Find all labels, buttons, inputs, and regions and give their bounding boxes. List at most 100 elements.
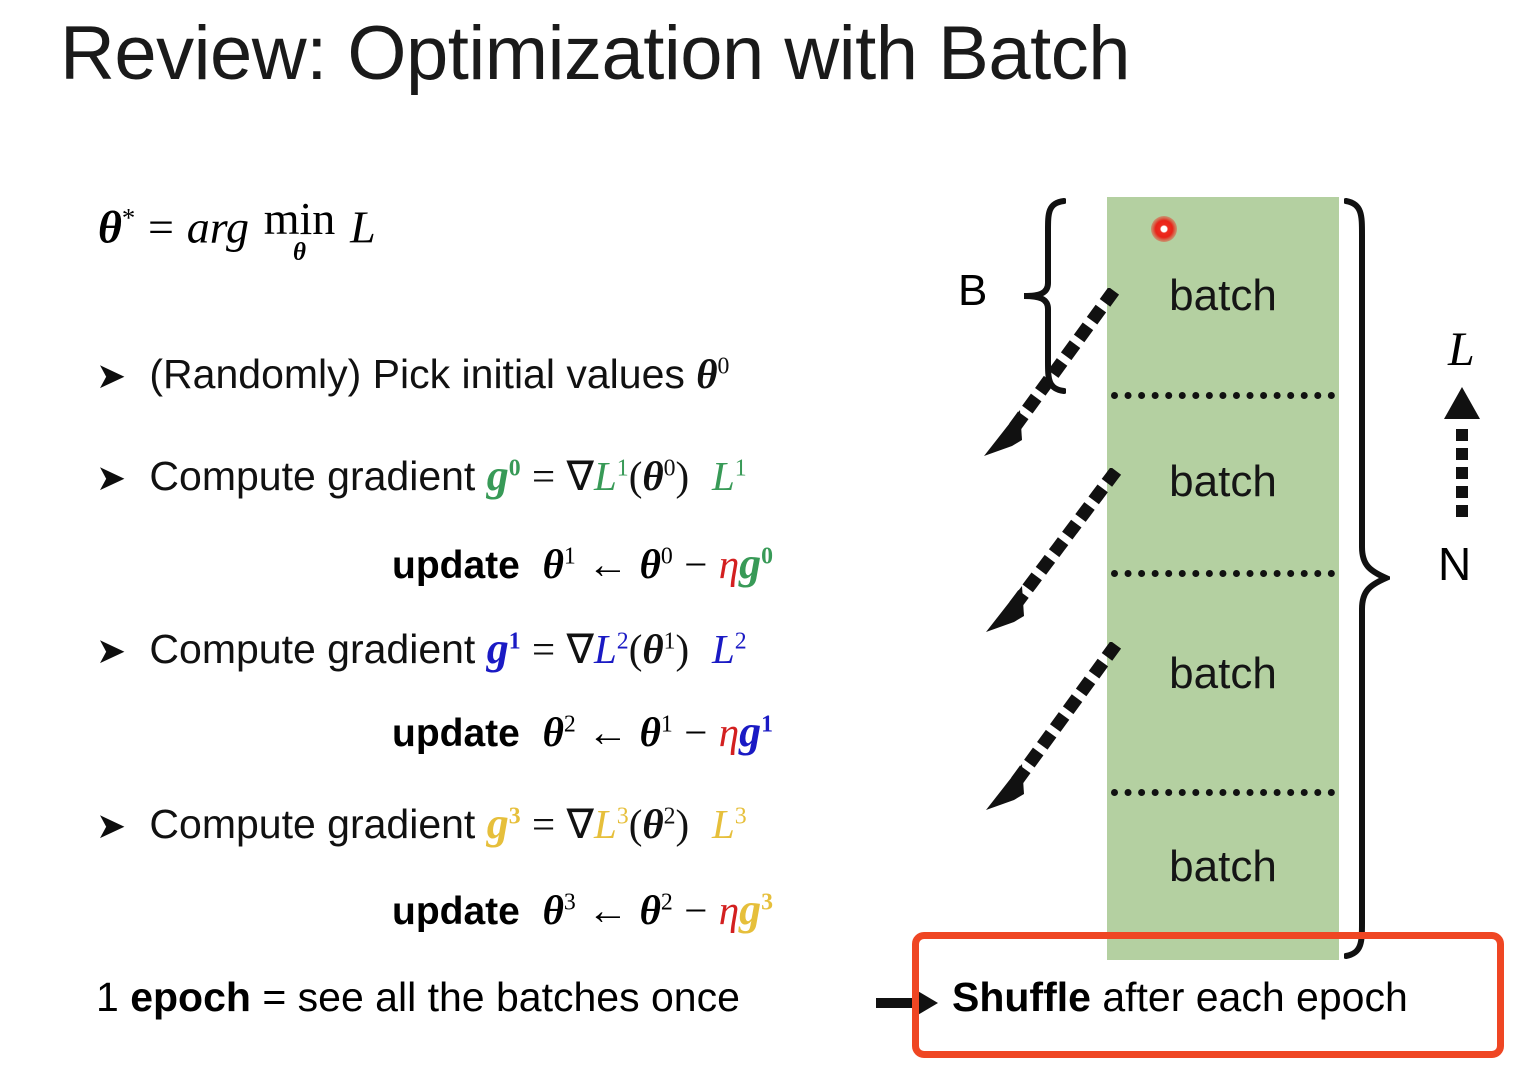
step-compute-gradient-0: ➤ Compute gradient g0 = ∇L1(θ0) L1 <box>96 450 747 501</box>
theta-new-superscript: 2 <box>563 711 576 738</box>
theta-old-superscript: 0 <box>660 543 673 570</box>
paren-open: ( <box>628 801 643 847</box>
nabla-icon: ∇ <box>566 626 594 672</box>
shuffle-rest: after each epoch <box>1090 974 1408 1020</box>
batch-loss-tag-superscript: 1 <box>734 455 747 482</box>
shuffle-note: Shuffle after each epoch <box>952 974 1408 1021</box>
step-pick-initial-values: ➤ (Randomly) Pick initial values θ0 <box>96 350 729 398</box>
theta-new: θ <box>542 709 564 755</box>
theta-symbol: θ <box>642 453 664 499</box>
page-title: Review: Optimization with Batch <box>60 11 1131 96</box>
theta-symbol: θ <box>696 351 718 397</box>
batch-divider-2 <box>1111 570 1335 577</box>
batch-to-loss-arrow-2-icon <box>986 468 1122 632</box>
bullet-arrow-icon: ➤ <box>96 631 127 672</box>
min-operator-label: min <box>263 193 336 244</box>
loss-L-symbol: L <box>593 801 617 847</box>
paren-open: ( <box>628 626 643 672</box>
epoch-prefix: 1 <box>96 974 131 1020</box>
loss-symbol: L <box>350 201 376 253</box>
epoch-to-shuffle-arrow-icon <box>876 990 938 1016</box>
batch-size-label: B <box>958 266 988 315</box>
batch-loss-tag: L <box>711 801 735 847</box>
minus-sign: − <box>684 541 708 587</box>
batch-divider-1 <box>1111 392 1335 399</box>
theta-new: θ <box>542 887 564 933</box>
nabla-icon: ∇ <box>566 453 594 499</box>
theta-superscript: 0 <box>663 455 676 482</box>
update-step-0: update θ1 ← θ0 − ηg0 <box>392 538 773 589</box>
theta-new: θ <box>542 541 564 587</box>
batch-to-loss-arrow-3-icon <box>986 642 1122 810</box>
batch-label-1: batch <box>1169 271 1277 320</box>
eta-symbol: η <box>718 709 740 755</box>
bullet-arrow-icon: ➤ <box>96 356 127 397</box>
batch-label-3: batch <box>1169 649 1277 698</box>
brace-dataset-size <box>1344 198 1390 959</box>
paren-close: ) <box>675 453 690 499</box>
update-step-1: update θ2 ← θ1 − ηg1 <box>392 706 773 757</box>
loss-L-superscript: 1 <box>616 455 629 482</box>
loss-L-superscript: 3 <box>616 803 629 830</box>
nabla-icon: ∇ <box>566 801 594 847</box>
argmin-operator: min θ <box>263 193 336 266</box>
batch-loss-tag: L <box>711 626 735 672</box>
theta-star-symbol: θ <box>98 201 122 253</box>
loss-L-symbol: L <box>593 626 617 672</box>
theta-old: θ <box>639 709 661 755</box>
paren-close: ) <box>675 626 690 672</box>
batch-loss-tag-superscript: 2 <box>734 628 747 655</box>
equals-sign: = <box>532 801 556 847</box>
theta-superscript: 0 <box>717 353 730 380</box>
eta-symbol: η <box>718 887 740 933</box>
batch-label-2: batch <box>1169 457 1277 506</box>
gradient-g-superscript: 0 <box>761 543 773 570</box>
gradient-g-symbol: g <box>486 799 509 848</box>
dataset-size-label: N <box>1438 538 1472 590</box>
theta-old: θ <box>639 541 661 587</box>
left-arrow-icon: ← <box>587 887 629 933</box>
gradient-g-superscript: 0 <box>508 455 521 482</box>
update-label: update <box>392 890 520 933</box>
update-label: update <box>392 544 520 587</box>
minus-sign: − <box>684 887 708 933</box>
update-label: update <box>392 712 520 755</box>
left-arrow-icon: ← <box>587 541 629 587</box>
compute-gradient-label: Compute gradient <box>149 453 487 499</box>
theta-star-superscript: * <box>121 202 136 233</box>
gradient-g-symbol: g <box>486 451 509 500</box>
gradient-g-symbol: g <box>739 707 762 756</box>
gradient-g-symbol: g <box>739 885 762 934</box>
gradient-g-superscript: 3 <box>508 803 521 830</box>
compute-gradient-label: Compute gradient <box>149 626 487 672</box>
epoch-keyword: epoch <box>130 974 251 1020</box>
update-step-3: update θ3 ← θ2 − ηg3 <box>392 884 773 935</box>
batch-loss-tag: L <box>711 453 735 499</box>
laser-pointer-dot <box>1151 216 1177 242</box>
dataset-column: batch batch batch batch <box>1107 197 1339 960</box>
loss-direction-arrow-icon <box>1444 387 1480 517</box>
equals-sign: = <box>148 201 174 253</box>
bullet-arrow-icon: ➤ <box>96 458 127 499</box>
loss-L-superscript: 2 <box>616 628 629 655</box>
gradient-g-superscript: 1 <box>508 628 521 655</box>
shuffle-keyword: Shuffle <box>952 974 1091 1020</box>
loss-axis-label: L <box>1448 323 1475 376</box>
epoch-definition: 1 epoch = see all the batches once <box>96 974 740 1021</box>
bullet-arrow-icon: ➤ <box>96 806 127 847</box>
brace-batch-size <box>1023 198 1066 394</box>
theta-old-superscript: 2 <box>660 889 673 916</box>
arg-operator: arg <box>186 201 249 253</box>
gradient-g-symbol: g <box>486 624 509 673</box>
gradient-g-superscript: 1 <box>761 711 773 738</box>
paren-open: ( <box>628 453 643 499</box>
compute-gradient-label: Compute gradient <box>149 801 487 847</box>
equals-sign: = <box>532 626 556 672</box>
theta-symbol: θ <box>642 626 664 672</box>
theta-superscript: 1 <box>663 628 676 655</box>
loss-L-symbol: L <box>593 453 617 499</box>
theta-old-superscript: 1 <box>660 711 673 738</box>
step-text: (Randomly) Pick initial values <box>149 351 697 397</box>
batch-divider-3 <box>1111 789 1335 796</box>
theta-new-superscript: 1 <box>563 543 576 570</box>
